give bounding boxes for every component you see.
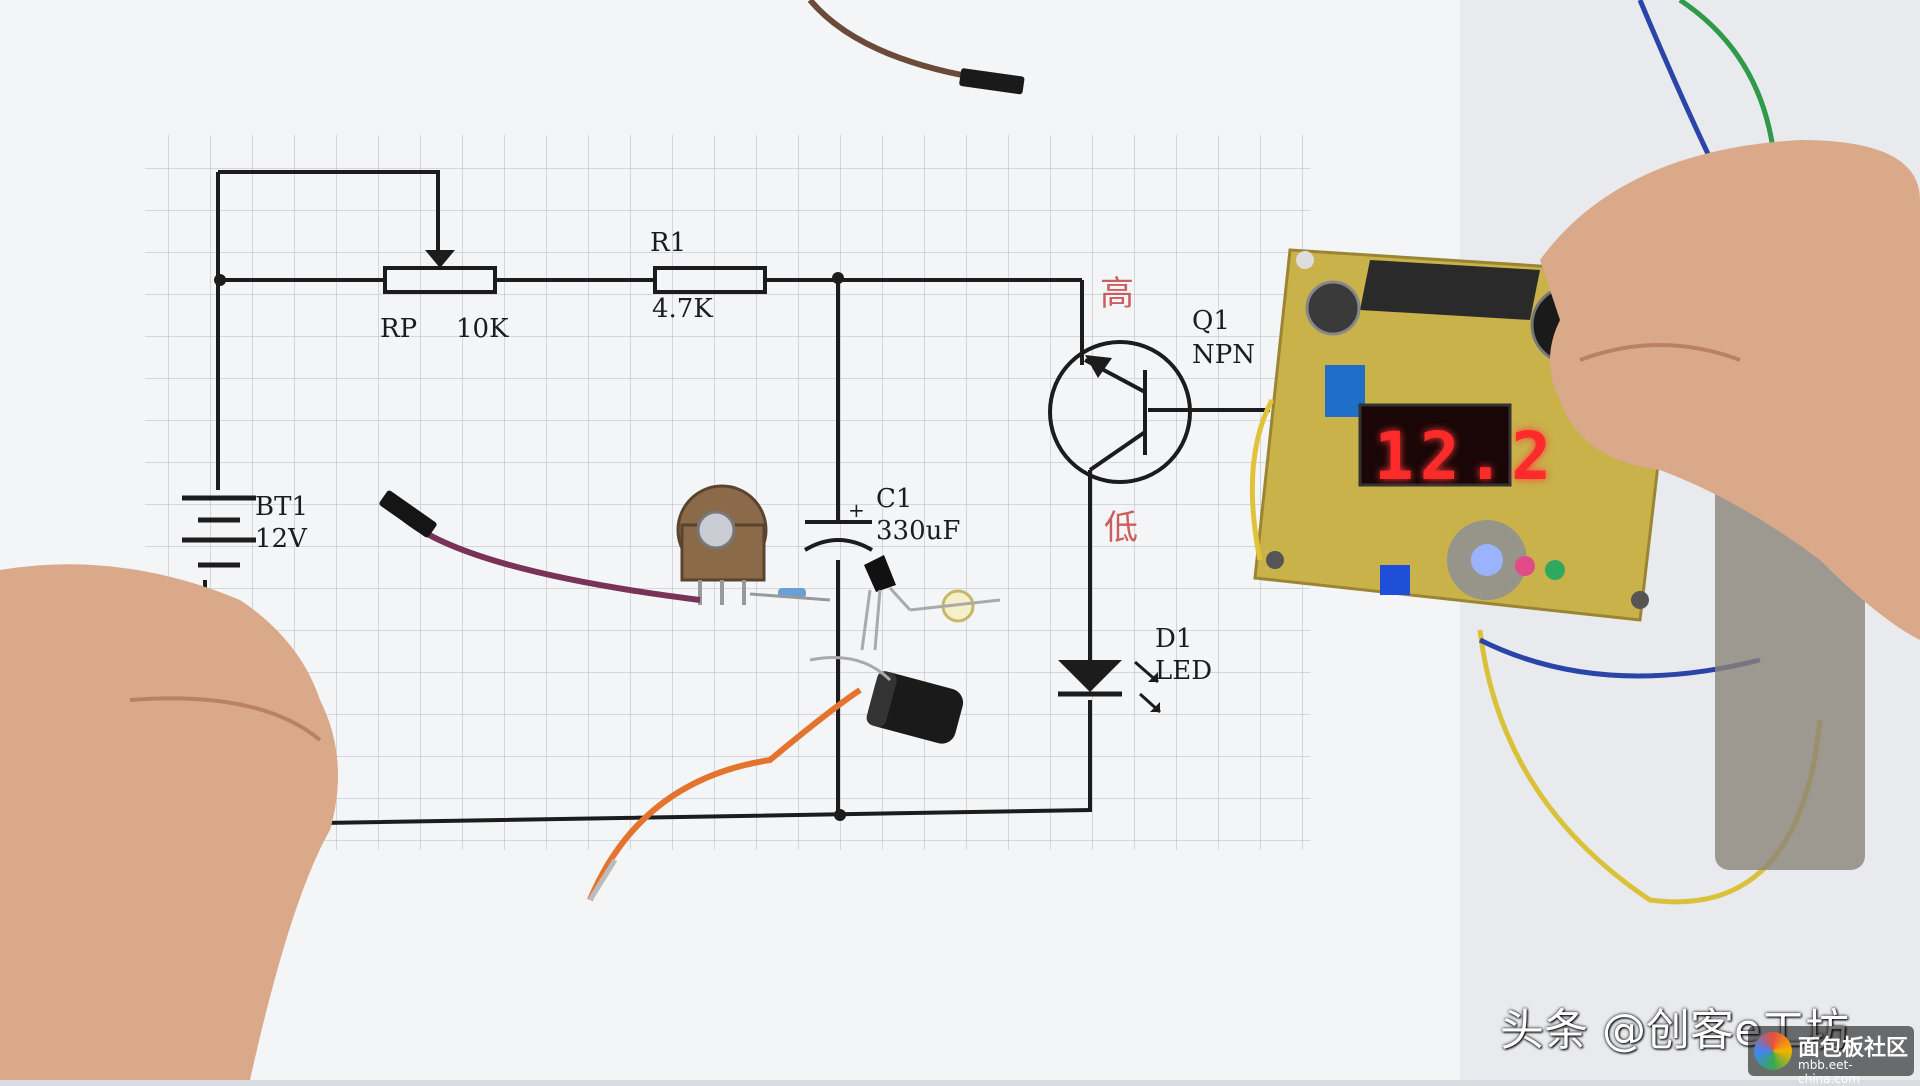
right-hand — [1540, 140, 1920, 640]
metal-bracket — [1715, 470, 1865, 870]
q1-type-label: NPN — [1192, 340, 1255, 370]
q1-symbol — [1048, 340, 1192, 484]
handwritten-high-note: 高 — [1100, 274, 1134, 314]
c1-name-label: C1 — [876, 484, 913, 514]
dupont-connector — [959, 68, 1025, 95]
junction-dots — [214, 272, 846, 821]
bt1-value-label: 12V — [255, 524, 307, 554]
rp-name-label: RP — [380, 314, 418, 344]
rp-wiper-arrow — [425, 250, 455, 268]
d1-symbol — [1058, 660, 1162, 714]
bt1-name-label: BT1 — [255, 492, 308, 522]
d1-type-label: LED — [1155, 656, 1213, 686]
c1-polarity-mark: + — [848, 498, 865, 522]
r1-name-label: R1 — [650, 228, 687, 258]
site-url: mbb.eet-china.com — [1798, 1058, 1860, 1086]
bt1-symbol — [182, 495, 256, 568]
rp-value-label: 10K — [456, 314, 509, 344]
site-name: 面包板社区 — [1798, 1036, 1909, 1061]
d1-name-label: D1 — [1155, 624, 1193, 654]
potentiometer-part — [676, 484, 768, 605]
orange-wire — [587, 687, 862, 902]
schematic-wires — [203, 170, 1270, 828]
c1-value-label: 330uF — [876, 516, 961, 546]
capacitor-part — [866, 671, 964, 744]
brown-wire-top — [807, 0, 991, 83]
left-hand — [0, 564, 338, 1080]
q1-name-label: Q1 — [1192, 306, 1230, 336]
r1-symbol — [653, 266, 767, 294]
r1-value-label: 4.7K — [652, 294, 713, 324]
site-logo-icon — [1754, 1032, 1792, 1070]
transistor-part — [860, 555, 912, 651]
c1-symbol — [803, 520, 874, 552]
handwritten-low-note: 低 — [1104, 508, 1138, 548]
dupont-connector-left — [379, 490, 437, 538]
voltage-display: 12.2 — [1374, 418, 1557, 495]
site-badge: 面包板社区 mbb.eet-china.com — [1748, 1026, 1914, 1086]
